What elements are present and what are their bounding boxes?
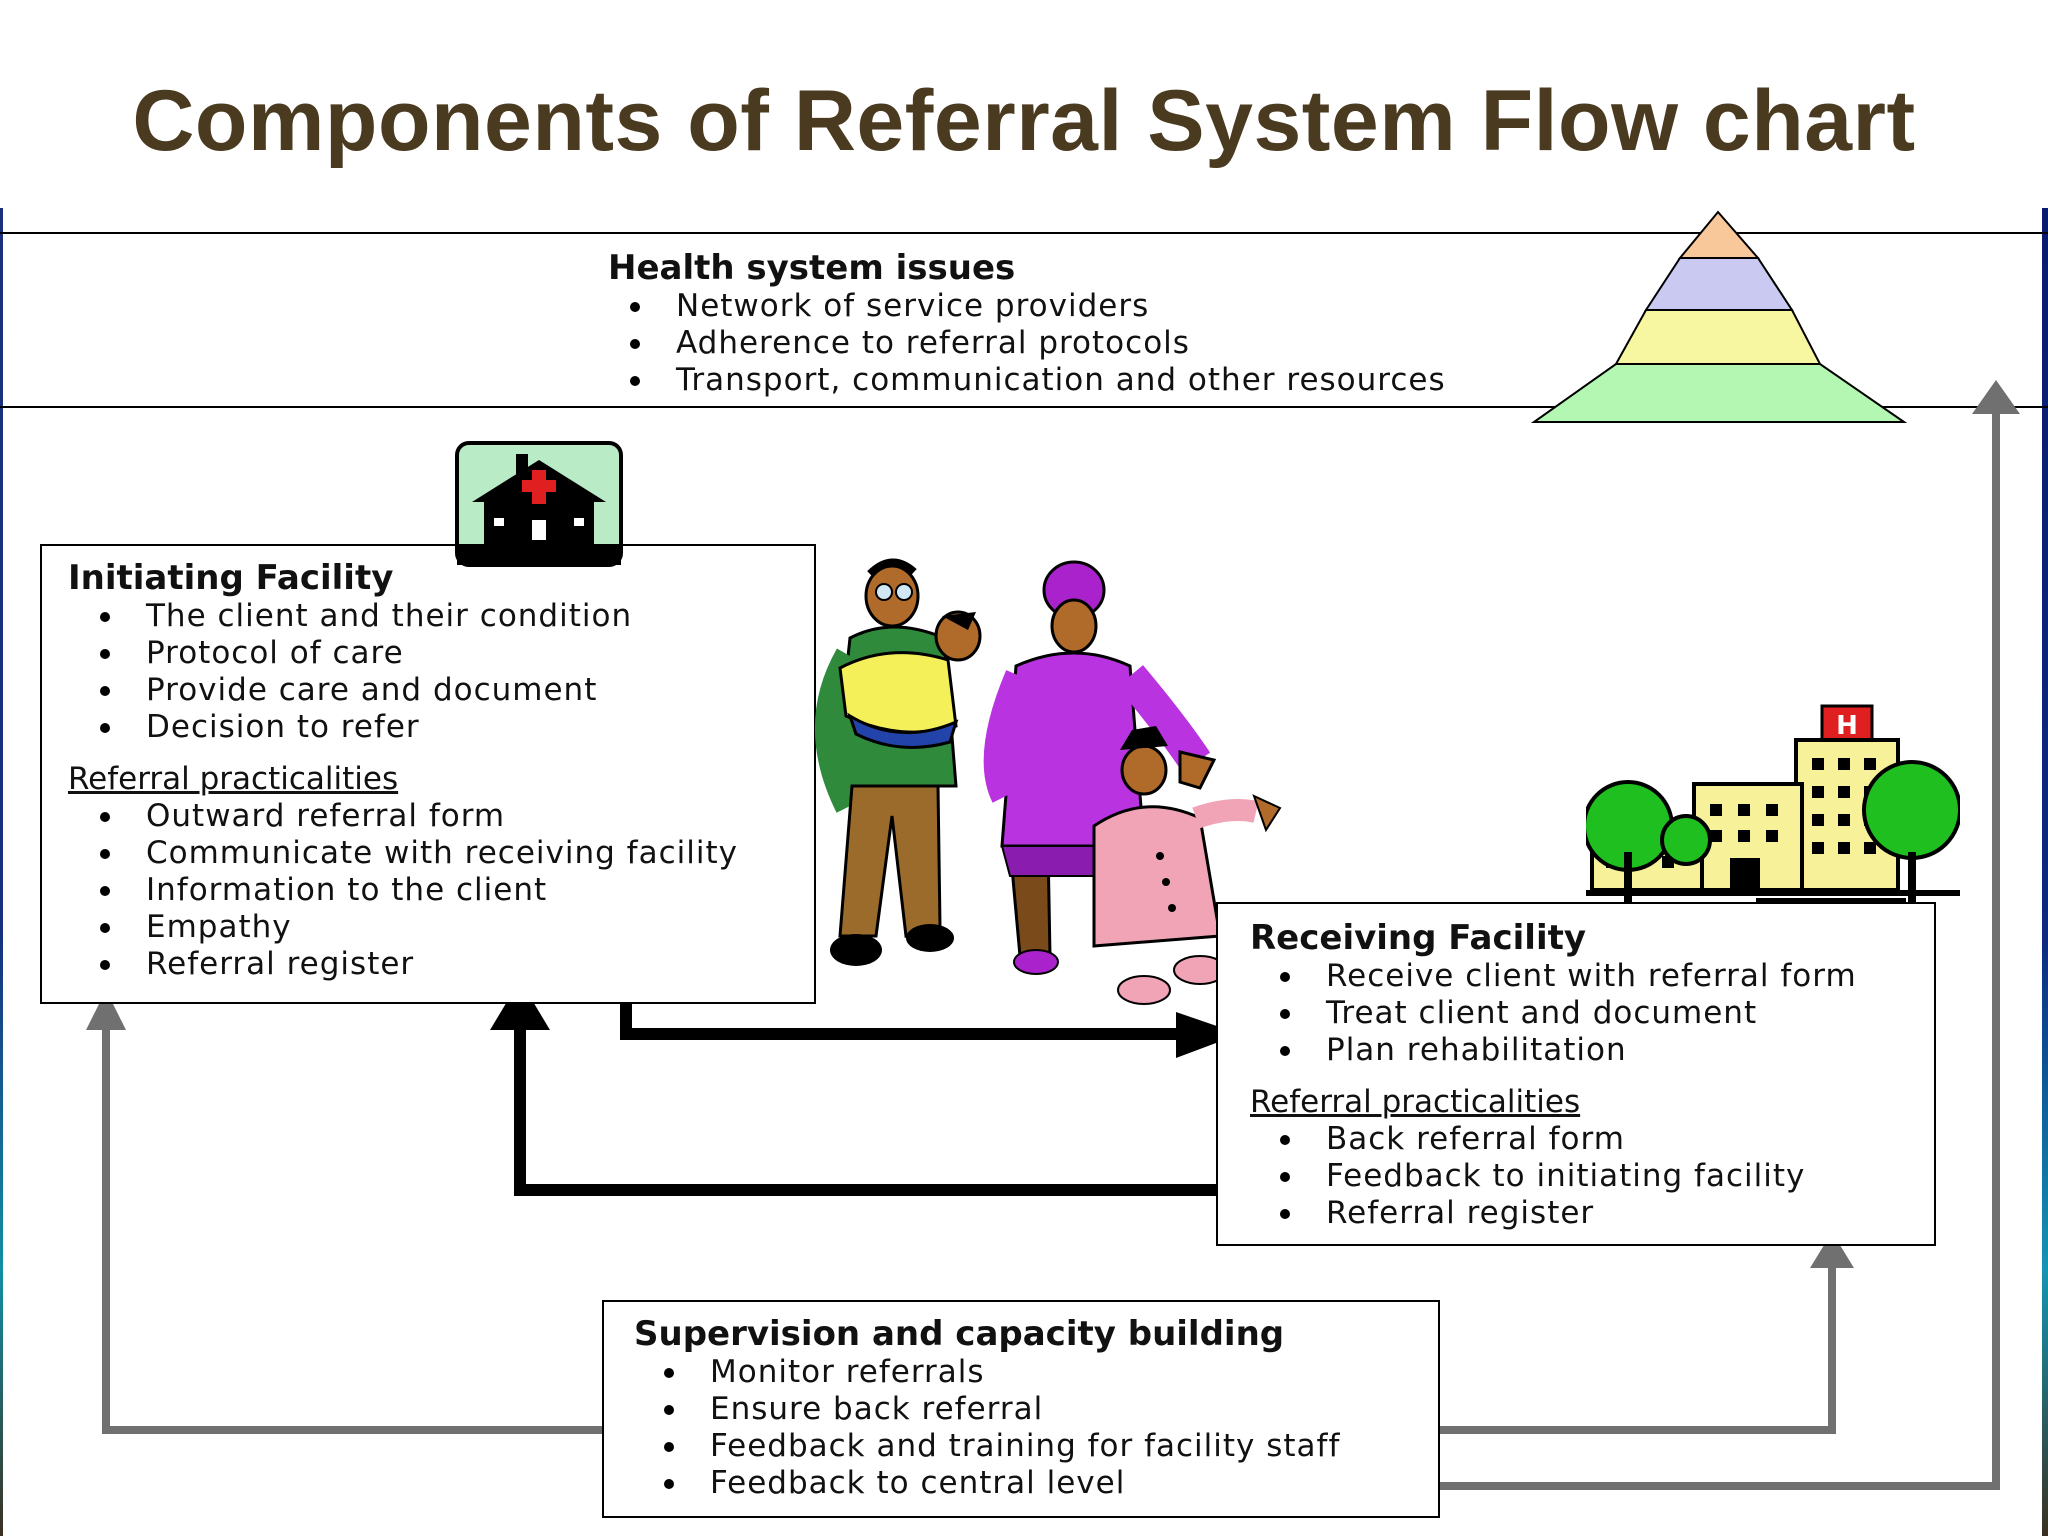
initiating-practicalities-list: Outward referral form Communicate with r… [68, 798, 806, 983]
right-edge-strip [2042, 208, 2048, 1536]
list-item: Decision to refer [68, 709, 806, 746]
health-system-list: Network of service providers Adherence t… [588, 288, 1446, 399]
hospital-icon: H [1586, 704, 1960, 910]
grey-arrowhead-central [1972, 380, 2020, 414]
family-illustration-icon [815, 558, 1282, 1005]
list-item: Provide care and document [68, 672, 806, 709]
initiating-list: The client and their condition Protocol … [68, 598, 806, 746]
list-item: Plan rehabilitation [1250, 1032, 1926, 1069]
hospital-sign-text: H [1836, 711, 1858, 741]
list-item: Protocol of care [68, 635, 806, 672]
left-edge-strip [0, 208, 3, 1536]
list-item: Back referral form [1250, 1121, 1926, 1158]
list-item: Transport, communication and other resou… [588, 362, 1446, 399]
list-item: Empathy [68, 909, 806, 946]
receiving-heading: Receiving Facility [1250, 918, 1587, 958]
initiating-heading: Initiating Facility [68, 558, 394, 598]
grey-arrowhead-receiving [1810, 1232, 1854, 1268]
grey-arrow-to-initiating [102, 1028, 620, 1434]
receiving-facility-box: Receiving Facility Receive client with r… [1216, 902, 1936, 1246]
list-item: Information to the client [68, 872, 806, 909]
health-post-icon [455, 441, 623, 567]
list-item: Monitor referrals [634, 1354, 1430, 1391]
list-item: Feedback to central level [634, 1465, 1430, 1502]
list-item: Treat client and document [1250, 995, 1926, 1032]
pyramid-icon [1530, 210, 1908, 423]
black-arrowhead-receiving [1176, 1012, 1240, 1058]
receiving-practicalities-heading: Referral practicalities [1250, 1084, 1581, 1120]
health-system-band: Health system issues Network of service … [0, 232, 2048, 408]
initiating-practicalities-heading: Referral practicalities [68, 761, 399, 797]
list-item: Adherence to referral protocols [588, 325, 1446, 362]
grey-arrowhead-initiating [86, 990, 126, 1030]
grey-arrow-to-central [1412, 408, 2000, 1490]
supervision-box: Supervision and capacity building Monito… [602, 1300, 1440, 1518]
list-item: Ensure back referral [634, 1391, 1430, 1428]
receiving-practicalities-list: Back referral form Feedback to initiatin… [1250, 1121, 1926, 1232]
initiating-facility-box: Initiating Facility The client and their… [40, 544, 816, 1004]
health-system-content: Health system issues Network of service … [608, 248, 1446, 399]
grey-arrow-to-receiving [1412, 1262, 1836, 1434]
black-arrowhead-initiating [490, 980, 550, 1030]
list-item: Feedback to initiating facility [1250, 1158, 1926, 1195]
list-item: Referral register [68, 946, 806, 983]
health-system-heading: Health system issues [608, 248, 1016, 288]
list-item: Receive client with referral form [1250, 958, 1926, 995]
list-item: Referral register [1250, 1195, 1926, 1232]
list-item: The client and their condition [68, 598, 806, 635]
receiving-list: Receive client with referral form Treat … [1250, 958, 1926, 1069]
list-item: Outward referral form [68, 798, 806, 835]
supervision-list: Monitor referrals Ensure back referral F… [634, 1354, 1430, 1502]
page-title: Components of Referral System Flow chart [132, 73, 1916, 169]
black-arrow-back-referral [514, 1022, 1244, 1196]
list-item: Feedback and training for facility staff [634, 1428, 1430, 1465]
list-item: Communicate with receiving facility [68, 835, 806, 872]
list-item: Network of service providers [588, 288, 1446, 325]
supervision-heading: Supervision and capacity building [634, 1314, 1285, 1354]
